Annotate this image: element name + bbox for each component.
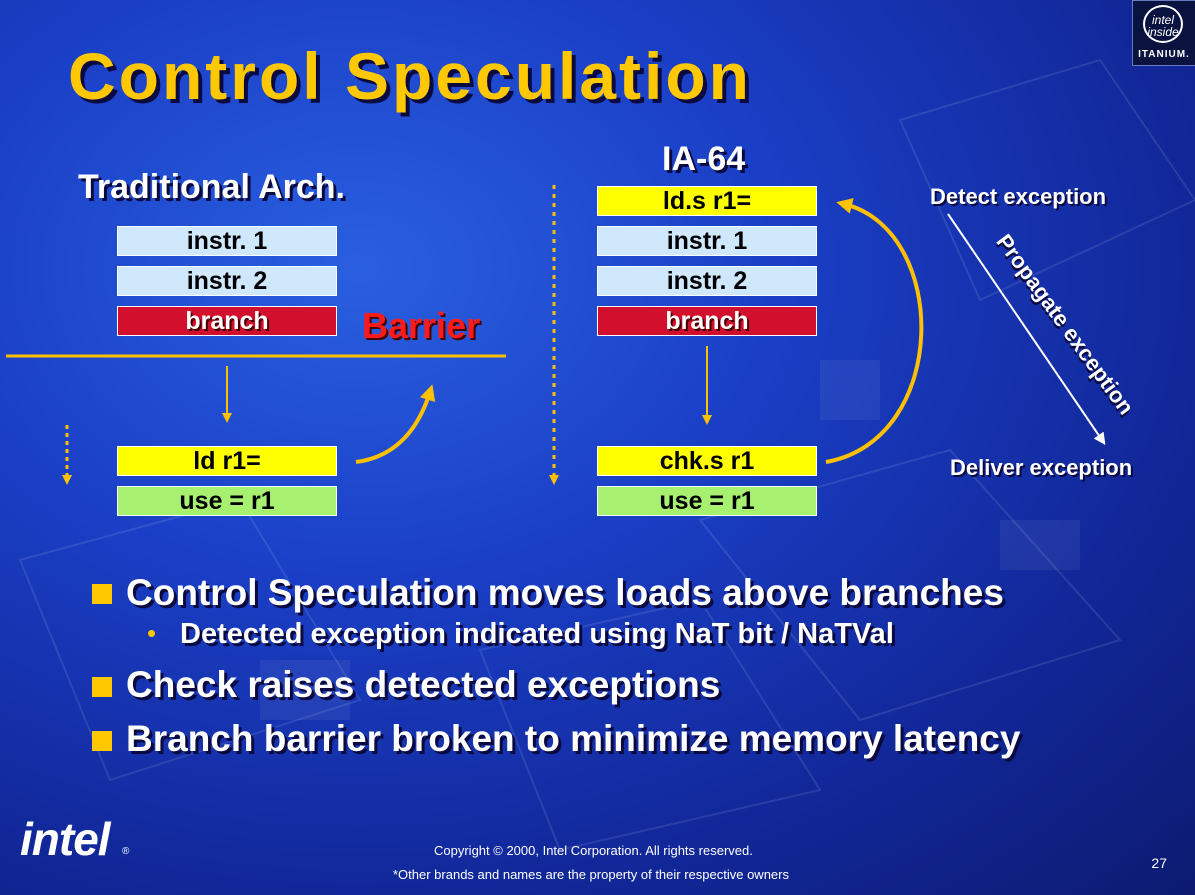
registered-mark-icon: ®	[122, 846, 130, 857]
intel-inside-itanium-logo: intel inside ITANIUM.	[1132, 0, 1195, 66]
detect-exception-label: Detect exception	[930, 184, 1107, 209]
ia64-instr-1-box: instr. 1	[597, 226, 817, 256]
ia64-curved-arrow	[825, 198, 924, 464]
ia64-speculative-load-box: ld.s r1=	[597, 186, 817, 216]
bullet-1-sub-text: Detected exception indicated using NaT b…	[180, 618, 894, 650]
intel-logo: intel	[20, 813, 111, 865]
ia64-branch-box: branch	[597, 306, 817, 336]
intel-inside-badge-text: intel inside	[1143, 5, 1183, 43]
slide-title: Control Speculation	[68, 39, 752, 113]
sub-bullet-dot-icon: •	[147, 618, 157, 648]
bullet-square-icon	[92, 584, 112, 604]
trad-instr-2-box: instr. 2	[117, 266, 337, 296]
itanium-badge-text: ITANIUM.	[1138, 49, 1190, 60]
brands-disclaimer-text: *Other brands and names are the property…	[393, 867, 789, 882]
barrier-label: Barrier	[362, 305, 481, 346]
propagate-arrow	[947, 213, 1106, 445]
ia64-use-box: use = r1	[597, 486, 817, 516]
bullet-square-icon	[92, 677, 112, 697]
bullet-1-text: Control Speculation moves loads above br…	[126, 572, 1004, 613]
ia64-instr-2-box: instr. 2	[597, 266, 817, 296]
deliver-exception-label: Deliver exception	[950, 455, 1133, 480]
page-number: 27	[1151, 855, 1167, 871]
trad-branch-box: branch	[117, 306, 337, 336]
trad-use-box: use = r1	[117, 486, 337, 516]
bullet-square-icon	[92, 731, 112, 751]
trad-curved-arrow	[355, 384, 436, 464]
ia64-heading: IA-64	[662, 140, 746, 178]
ia64-check-box: chk.s r1	[597, 446, 817, 476]
copyright-text: Copyright © 2000, Intel Corporation. All…	[434, 843, 753, 858]
bullet-2-text: Check raises detected exceptions	[126, 664, 721, 705]
trad-instr-1-box: instr. 1	[117, 226, 337, 256]
traditional-arch-heading: Traditional Arch.	[78, 168, 346, 206]
bullet-3-text: Branch barrier broken to minimize memory…	[126, 718, 1021, 759]
trad-load-box: ld r1=	[117, 446, 337, 476]
